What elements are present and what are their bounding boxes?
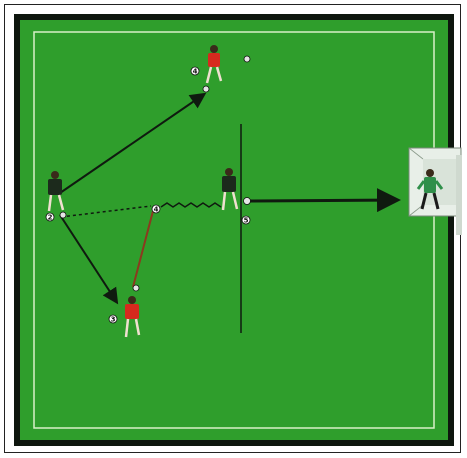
ball-top: [244, 56, 250, 62]
marker-bottom-label: 3: [111, 316, 116, 324]
marker-shot-label: 5: [244, 217, 249, 225]
marker-top-label: 4: [193, 68, 198, 76]
ball-shot: [244, 198, 251, 205]
diagram-frame: 4 2 4 5 3: [4, 4, 461, 453]
marker-mid-label: 4: [154, 206, 159, 214]
drill-diagram: 4 2 4 5 3: [5, 5, 462, 454]
pitch: [20, 20, 448, 440]
marker-left-label: 2: [48, 214, 53, 222]
shot-arrow: [249, 200, 395, 201]
